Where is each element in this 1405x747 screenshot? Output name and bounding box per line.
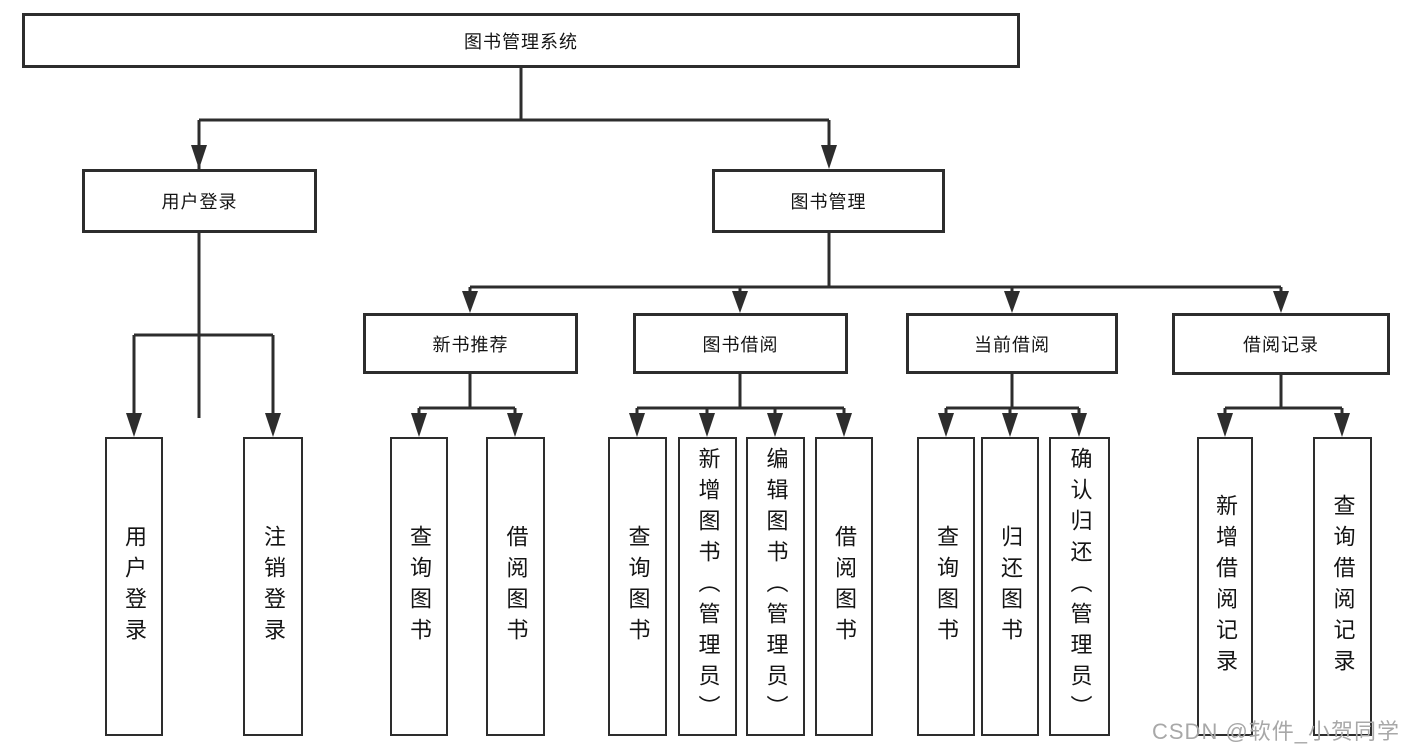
leaf-current-query-books: 查询图书 bbox=[917, 437, 975, 736]
leaf-borrow-add-books-admin: 新增图书（管理员） bbox=[678, 437, 737, 736]
leaf-records-add-record: 新增借阅记录 bbox=[1197, 437, 1253, 736]
node-new-book-recommend: 新书推荐 bbox=[363, 313, 578, 374]
leaf-borrow-edit-books-admin: 编辑图书（管理员） bbox=[746, 437, 805, 736]
leaf-recommend-borrow-books: 借阅图书 bbox=[486, 437, 545, 736]
node-root-library-system: 图书管理系统 bbox=[22, 13, 1020, 68]
node-user-login: 用户登录 bbox=[82, 169, 317, 233]
leaf-borrow-borrow-books: 借阅图书 bbox=[815, 437, 873, 736]
leaf-current-confirm-return-admin: 确认归还（管理员） bbox=[1049, 437, 1110, 736]
leaf-borrow-query-books: 查询图书 bbox=[608, 437, 667, 736]
leaf-recommend-query-books: 查询图书 bbox=[390, 437, 448, 736]
node-borrow-records: 借阅记录 bbox=[1172, 313, 1390, 375]
leaf-records-query-record: 查询借阅记录 bbox=[1313, 437, 1372, 736]
leaf-current-return-books: 归还图书 bbox=[981, 437, 1039, 736]
node-book-borrow: 图书借阅 bbox=[633, 313, 848, 374]
watermark-text: CSDN @软件_小贺同学 bbox=[1152, 719, 1401, 744]
leaf-user-login: 用户登录 bbox=[105, 437, 163, 736]
node-book-management: 图书管理 bbox=[712, 169, 945, 233]
node-current-borrow: 当前借阅 bbox=[906, 313, 1118, 374]
leaf-logout: 注销登录 bbox=[243, 437, 303, 736]
